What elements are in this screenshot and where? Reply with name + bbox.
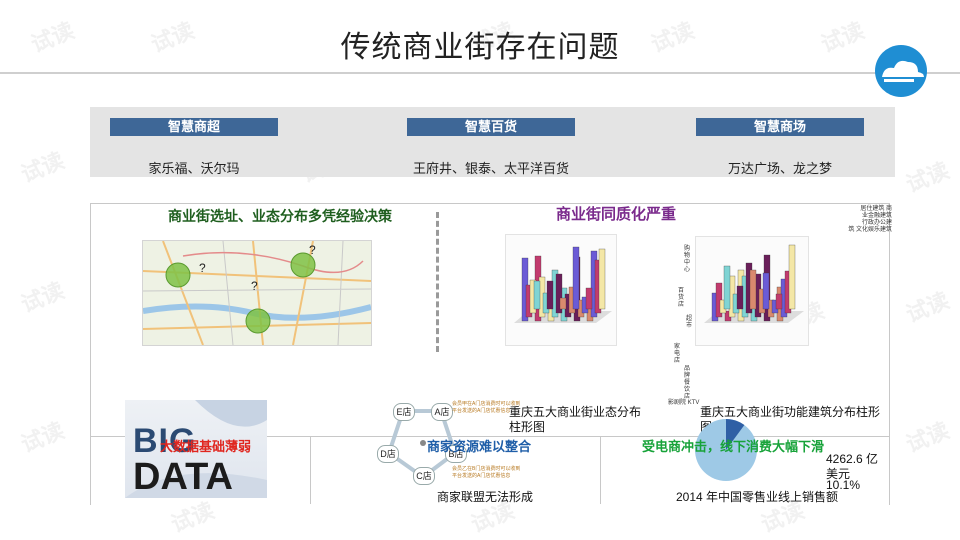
chart2-legend-line: 行政办公建 (861, 220, 892, 226)
band-value-smart-mall: 万达广场、龙之梦 (727, 161, 832, 176)
decorative-bar (585, 287, 593, 310)
chart2-legend-line: 居住建筑 商 (860, 206, 892, 212)
store-network-diagram: E店 A店 B店 C店 D店 (373, 397, 473, 497)
watermark-text: 试读 (902, 417, 953, 458)
store-node: B店 (445, 445, 467, 463)
decorative-bar (598, 248, 606, 310)
section-title-merchant-resources: 商家资源难以整合 (427, 439, 532, 454)
online-sales-pie (694, 418, 758, 482)
watermark-text: 试读 (17, 417, 68, 458)
band-value-smart-department-store: 王府井、银泰、太平洋百货 (412, 161, 569, 176)
chart1-side-label: 家电店 (674, 344, 681, 364)
chart1-side-label: 百货店 (678, 288, 685, 308)
bar-chart-3d-building-functions (695, 236, 809, 346)
pie-slice-online (726, 419, 745, 450)
map-question-mark: ? (251, 279, 258, 293)
lower-divider-1 (310, 436, 311, 504)
store-node: D店 (377, 445, 399, 463)
network-caption: 商家联盟无法形成 (436, 490, 533, 504)
section-title-weak-big-data: 大数据基础薄弱 (160, 439, 252, 454)
upper-frame (90, 203, 890, 437)
map-question-mark: ? (309, 243, 316, 257)
pie-value-label: 4262.6 亿美元 (826, 452, 879, 481)
band-label-smart-department-store: 智慧百货 (407, 118, 575, 136)
data-word: DATA (133, 456, 233, 498)
chart1-caption: 重庆五大商业街业态分布柱形图 (509, 405, 642, 434)
section-title-site-selection: 商业街选址、业态分布多凭经验决策 (168, 208, 392, 224)
dashed-divider (436, 212, 439, 352)
decorative-bar (533, 280, 541, 310)
chart2-legend-line: 业金融建筑 (861, 213, 892, 219)
lower-divider-2 (600, 436, 601, 504)
lower-frame (90, 436, 890, 505)
section-title-homogeneity: 商业街同质化严重 (556, 206, 677, 223)
decorative-bar (749, 269, 757, 310)
cloud-logo-icon (872, 44, 930, 98)
map-question-mark: ? (199, 261, 206, 275)
decorative-bar (555, 273, 563, 314)
chart1-side-label: 品牌餐饮店 (684, 366, 691, 400)
city-map-image: ? ? ? (142, 240, 372, 346)
network-note: 平台发送的A门店优惠信息 (452, 473, 511, 479)
band-value-smart-supermarket: 家乐福、沃尔玛 (148, 161, 240, 176)
decorative-bar (736, 285, 744, 310)
title-divider (0, 72, 960, 74)
pie-caption: 2014 年中国零售业线上销售额 (675, 490, 839, 504)
network-note: 会员甲在A门店消费时可以收到 (452, 401, 521, 407)
decorative-bar (723, 265, 731, 310)
big-word: BIG (133, 422, 197, 460)
watermark-text: 试读 (17, 147, 68, 188)
chart2-legend-line: 筑 文化娱乐建筑 (848, 227, 892, 233)
big-data-image: BIG DATA (125, 400, 267, 498)
watermark-text: 试读 (17, 277, 68, 318)
watermark-text: 试读 (902, 157, 953, 198)
network-note: 平台发送的A门店优惠信息 (452, 408, 511, 414)
bar-chart-3d-business-types (505, 234, 617, 346)
page-title: 传统商业街存在问题 (340, 31, 620, 64)
chart1-side-label: 超市 (686, 316, 693, 329)
store-node: E店 (393, 403, 415, 421)
decorative-bar (775, 293, 783, 310)
decorative-bar (788, 244, 796, 310)
store-node: C店 (413, 467, 435, 485)
decorative-bar (546, 280, 554, 310)
band-label-smart-supermarket: 智慧商超 (110, 118, 278, 136)
band-label-smart-mall: 智慧商场 (696, 118, 864, 136)
store-node: A店 (431, 403, 453, 421)
watermark-text: 试读 (902, 287, 953, 328)
decorative-bar (572, 246, 580, 310)
decorative-bar (559, 297, 567, 310)
pie-percent-label: 10.1% (826, 478, 861, 492)
decorative-bar (762, 272, 770, 310)
chart1-side-label: 购物中心 (684, 246, 691, 273)
chart1-bottom-label: 影剧院 KTV (668, 400, 700, 406)
network-note: 会员乙在B门店消费时可以收到 (452, 466, 521, 472)
section-title-ecommerce-impact: 受电商冲击，线下消费大幅下滑 (642, 439, 825, 454)
